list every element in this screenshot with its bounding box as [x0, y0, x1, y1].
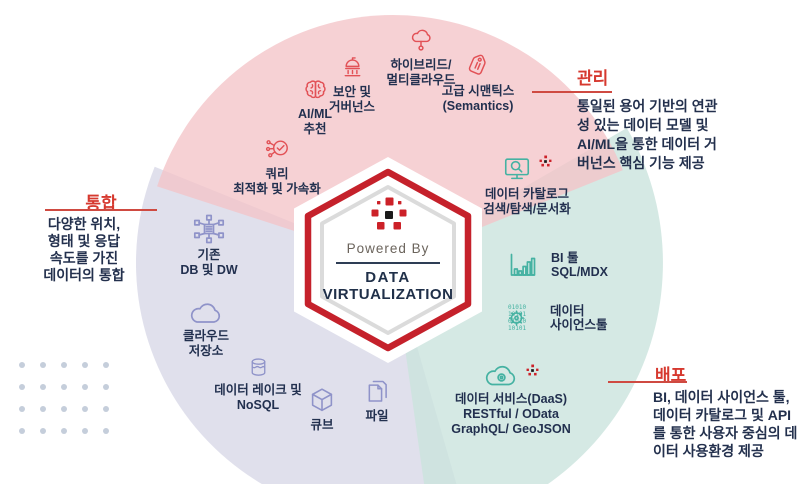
item-label: DB 및 DW	[180, 263, 238, 277]
item-label: AI/ML	[297, 107, 333, 121]
item-label: 거버넌스	[328, 100, 375, 114]
desc-line: 버넌스 핵심 기능 제공	[577, 155, 705, 171]
item-hybrid-multicloud: 하이브리드/ 멀티클라우드	[351, 27, 491, 88]
item-label: 기존	[197, 248, 221, 262]
svg-text:01010: 01010	[508, 304, 526, 311]
files-icon	[368, 380, 387, 402]
item-label: 클라우드	[182, 329, 229, 343]
brain-icon	[304, 80, 326, 99]
dot-grid	[19, 362, 109, 434]
badge-title-line2: VIRTUALIZATION	[322, 286, 454, 303]
item-label: 데이터 서비스(DaaS)	[454, 392, 568, 406]
item-legacy-db-dw: 기존 DB 및 DW	[139, 213, 279, 278]
bar-chart-icon	[510, 253, 536, 276]
item-advanced-semantics: 고급 시맨틱스 (Semantics)	[408, 53, 548, 114]
item-label: 쿼리	[265, 167, 289, 181]
logo-mark-icon	[526, 364, 538, 376]
item-label: 추천	[303, 122, 327, 136]
monitor-search-icon	[504, 158, 529, 180]
item-label: BI 툴	[551, 250, 579, 265]
binary-gear-icon: 01010 10101 01010 10101	[508, 304, 526, 332]
desc-line: 통일된 용어 기반의 연관	[577, 98, 718, 114]
desc-line: 데이터의 통합	[43, 267, 125, 283]
item-label: GraphQL/ GeoJSON	[451, 422, 571, 436]
desc-line: BI, 데이터 사이언스 툴,	[653, 389, 790, 405]
integrate-underline	[45, 209, 157, 211]
manage-section-description: 통일된 용어 기반의 연관 성 있는 데이터 모델 및 AI/ML을 통한 데이…	[577, 97, 717, 173]
deploy-section-description: BI, 데이터 사이언스 툴, 데이터 카탈로그 및 API 를 통한 사용자 …	[653, 388, 797, 460]
purple-sector-shape	[136, 166, 457, 484]
item-label: 데이터	[550, 303, 585, 318]
item-label: SQL/MDX	[551, 265, 608, 279]
bank-icon	[344, 57, 360, 77]
item-label: 데이터 카탈로그	[485, 187, 569, 201]
item-label: 하이브리드/	[390, 58, 452, 72]
item-cube: 큐브	[252, 385, 392, 433]
item-label: 큐브	[310, 418, 334, 432]
desc-line: 다양한 위치,	[47, 216, 121, 232]
item-label: 데이터 레이크 및	[214, 383, 302, 397]
cloud-icon	[190, 303, 221, 323]
item-label: 검색/탐색/문서화	[483, 202, 571, 216]
item-label: NoSQL	[236, 398, 280, 412]
desc-line: 성 있는 데이터 모델 및	[577, 117, 709, 133]
item-label: RESTful / OData	[463, 407, 559, 421]
hexagon-inner-ring	[320, 185, 456, 335]
desc-line: AI/ML을 통한 데이터 거	[577, 136, 717, 152]
item-label: 최적화 및 가속화	[233, 182, 321, 196]
svg-text:10101: 10101	[508, 325, 526, 332]
item-label: 사이언스툴	[550, 318, 608, 332]
desc-line: 속도를 가진	[49, 250, 119, 266]
item-label: 멀티클라우드	[386, 73, 456, 87]
desc-line: 형태 및 응답	[47, 233, 121, 249]
integrate-section-description: 다양한 위치, 형태 및 응답 속도를 가진 데이터의 통합	[14, 216, 154, 284]
hybrid-cloud-icon	[411, 29, 431, 51]
deploy-underline	[608, 381, 687, 383]
item-label: 고급 시맨틱스	[441, 84, 515, 98]
database-icon	[251, 358, 265, 376]
item-cloud-storage: 클라우드 저장소	[136, 300, 276, 359]
item-file: 파일	[307, 377, 447, 424]
item-datalake-nosql: 데이터 레이크 및 NoSQL	[188, 355, 328, 413]
desc-line: 데이터 카탈로그 및 API	[653, 407, 792, 423]
cube-icon	[311, 388, 333, 412]
svg-text:01010: 01010	[508, 318, 526, 325]
network-db-icon	[193, 214, 225, 244]
cloud-api-icon	[485, 365, 515, 386]
svg-text:10101: 10101	[508, 311, 526, 318]
desc-line: 를 통한 사용자 중심의 데	[653, 425, 798, 441]
manage-underline	[532, 91, 612, 93]
badge-title-line1: DATA	[365, 269, 411, 286]
query-gauge-icon	[265, 140, 288, 158]
item-label: 파일	[365, 409, 389, 423]
badge-divider	[336, 262, 440, 264]
item-aiml-recommendation: AI/ML 추천	[245, 77, 385, 137]
powered-by-label: Powered By	[346, 241, 430, 256]
desc-line: 이터 사용환경 제공	[653, 443, 764, 459]
item-label: 저장소	[188, 344, 224, 358]
integrate-section-title: 통합	[85, 194, 117, 213]
teal-sector-shape	[393, 128, 663, 484]
deploy-section-title: 배포	[655, 366, 687, 385]
item-label: (Semantics)	[442, 99, 514, 113]
logo-mark-icon	[539, 155, 551, 167]
logo-mark-icon	[371, 197, 407, 230]
pink-sector-shape	[157, 15, 623, 263]
item-query-optimization: 쿼리 최적화 및 가속화	[207, 137, 347, 197]
item-label: 보안 및	[333, 85, 371, 99]
item-security-governance: 보안 및 거버넌스	[282, 55, 422, 115]
manage-section-title: 관리	[577, 69, 609, 88]
item-data-science-tools: 01010 10101 01010 10101 데이터 사이언스툴	[505, 302, 608, 334]
item-bi-tools: BI 툴 SQL/MDX	[506, 249, 608, 281]
item-data-services-daas: 데이터 서비스(DaaS) RESTful / OData GraphQL/ G…	[431, 363, 591, 437]
tag-icon	[468, 54, 486, 75]
item-data-catalog: 데이터 카탈로그 검색/탐색/문서화	[457, 154, 597, 217]
